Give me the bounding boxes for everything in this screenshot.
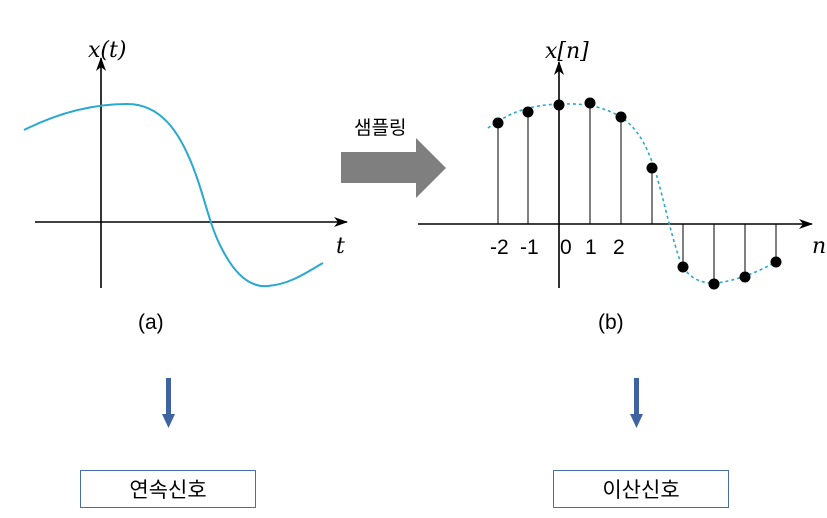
panel-b-x-axis-label: n (812, 234, 826, 259)
continuous-signal-box: 연속신호 (80, 470, 256, 508)
sample-dot-n-minus-1 (522, 106, 534, 118)
down-arrow-left-head (162, 414, 175, 428)
tick-label-2: 2 (613, 236, 625, 259)
sampling-arrow-shape (341, 138, 446, 198)
sample-dot-n-3 (646, 162, 658, 174)
down-arrow-left (162, 378, 175, 428)
panel-a-x-axis-label: t (336, 234, 345, 259)
panel-a-caption: (a) (138, 311, 164, 334)
sample-dot-n-1 (584, 97, 596, 109)
sample-dot-n-2 (615, 111, 627, 123)
sample-dots (492, 97, 782, 290)
down-arrow-right-head (630, 414, 643, 428)
continuous-signal-curve (23, 102, 324, 288)
tick-labels: -2 -1 0 1 2 (490, 236, 625, 259)
tick-label-1: 1 (585, 236, 597, 259)
panel-b-caption: (b) (598, 311, 624, 334)
sampling-arrow: 샘플링 (341, 117, 446, 198)
panel-b-y-axis-label: x[n] (545, 39, 589, 64)
panel-a: x(t) t (a) (23, 38, 348, 334)
sample-stems (497, 103, 777, 284)
down-arrow-left-shaft (166, 378, 171, 416)
sample-dot-n-4 (677, 261, 689, 273)
tick-label-minus-2: -2 (490, 236, 509, 259)
discrete-signal-label: 이산신호 (602, 478, 680, 502)
sample-dot-n-6 (739, 271, 751, 283)
sample-dot-n-0 (553, 99, 565, 111)
tick-label-minus-1: -1 (520, 236, 539, 259)
sample-dot-n-5 (708, 278, 720, 290)
discrete-signal-box: 이산신호 (553, 470, 729, 508)
down-arrow-right (630, 378, 643, 428)
down-arrow-right-shaft (634, 378, 639, 416)
continuous-signal-label: 연속신호 (129, 478, 207, 502)
tick-label-0: 0 (560, 236, 572, 259)
sample-dot-n-7 (770, 256, 782, 268)
sampling-arrow-label: 샘플링 (354, 117, 406, 139)
sample-dot-n-minus-2 (492, 117, 504, 129)
panel-b: -2 -1 0 1 2 x[n] n (b) (418, 39, 826, 334)
panel-a-y-axis-label: x(t) (88, 38, 126, 63)
